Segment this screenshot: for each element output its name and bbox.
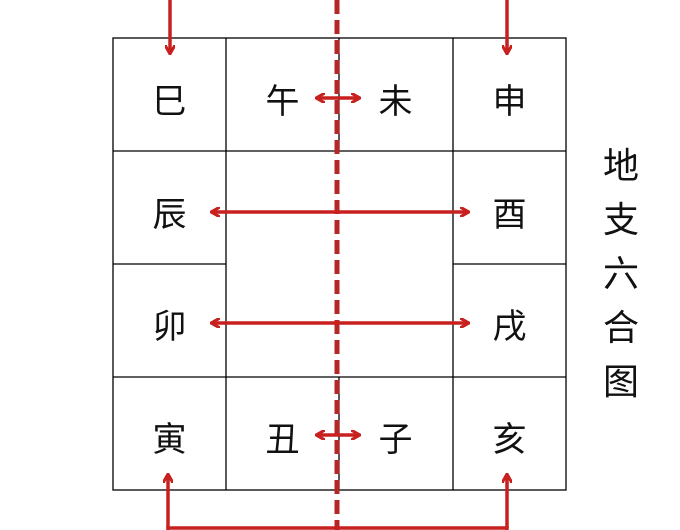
cell-wei: 未 <box>378 82 413 122</box>
title-char: 六 <box>602 254 639 295</box>
cell-shen: 申 <box>492 82 527 122</box>
title-char: 图 <box>602 362 639 403</box>
cell-you: 酉 <box>492 195 527 235</box>
cell-wu: 午 <box>265 82 300 122</box>
cell-yin: 寅 <box>152 420 187 460</box>
cell-hai: 亥 <box>492 420 527 460</box>
diagram-title: 地 支 六 合 图 <box>596 140 646 410</box>
cell-zi: 子 <box>378 420 413 460</box>
title-char: 地 <box>602 146 639 187</box>
cell-chen: 辰 <box>152 195 187 235</box>
cell-mao: 卯 <box>152 307 187 347</box>
cell-xu: 戌 <box>492 307 527 347</box>
cell-si: 巳 <box>152 82 187 122</box>
title-char: 合 <box>602 308 639 349</box>
arrows <box>168 0 507 530</box>
title-char: 支 <box>602 200 639 241</box>
cell-chou: 丑 <box>265 420 300 460</box>
